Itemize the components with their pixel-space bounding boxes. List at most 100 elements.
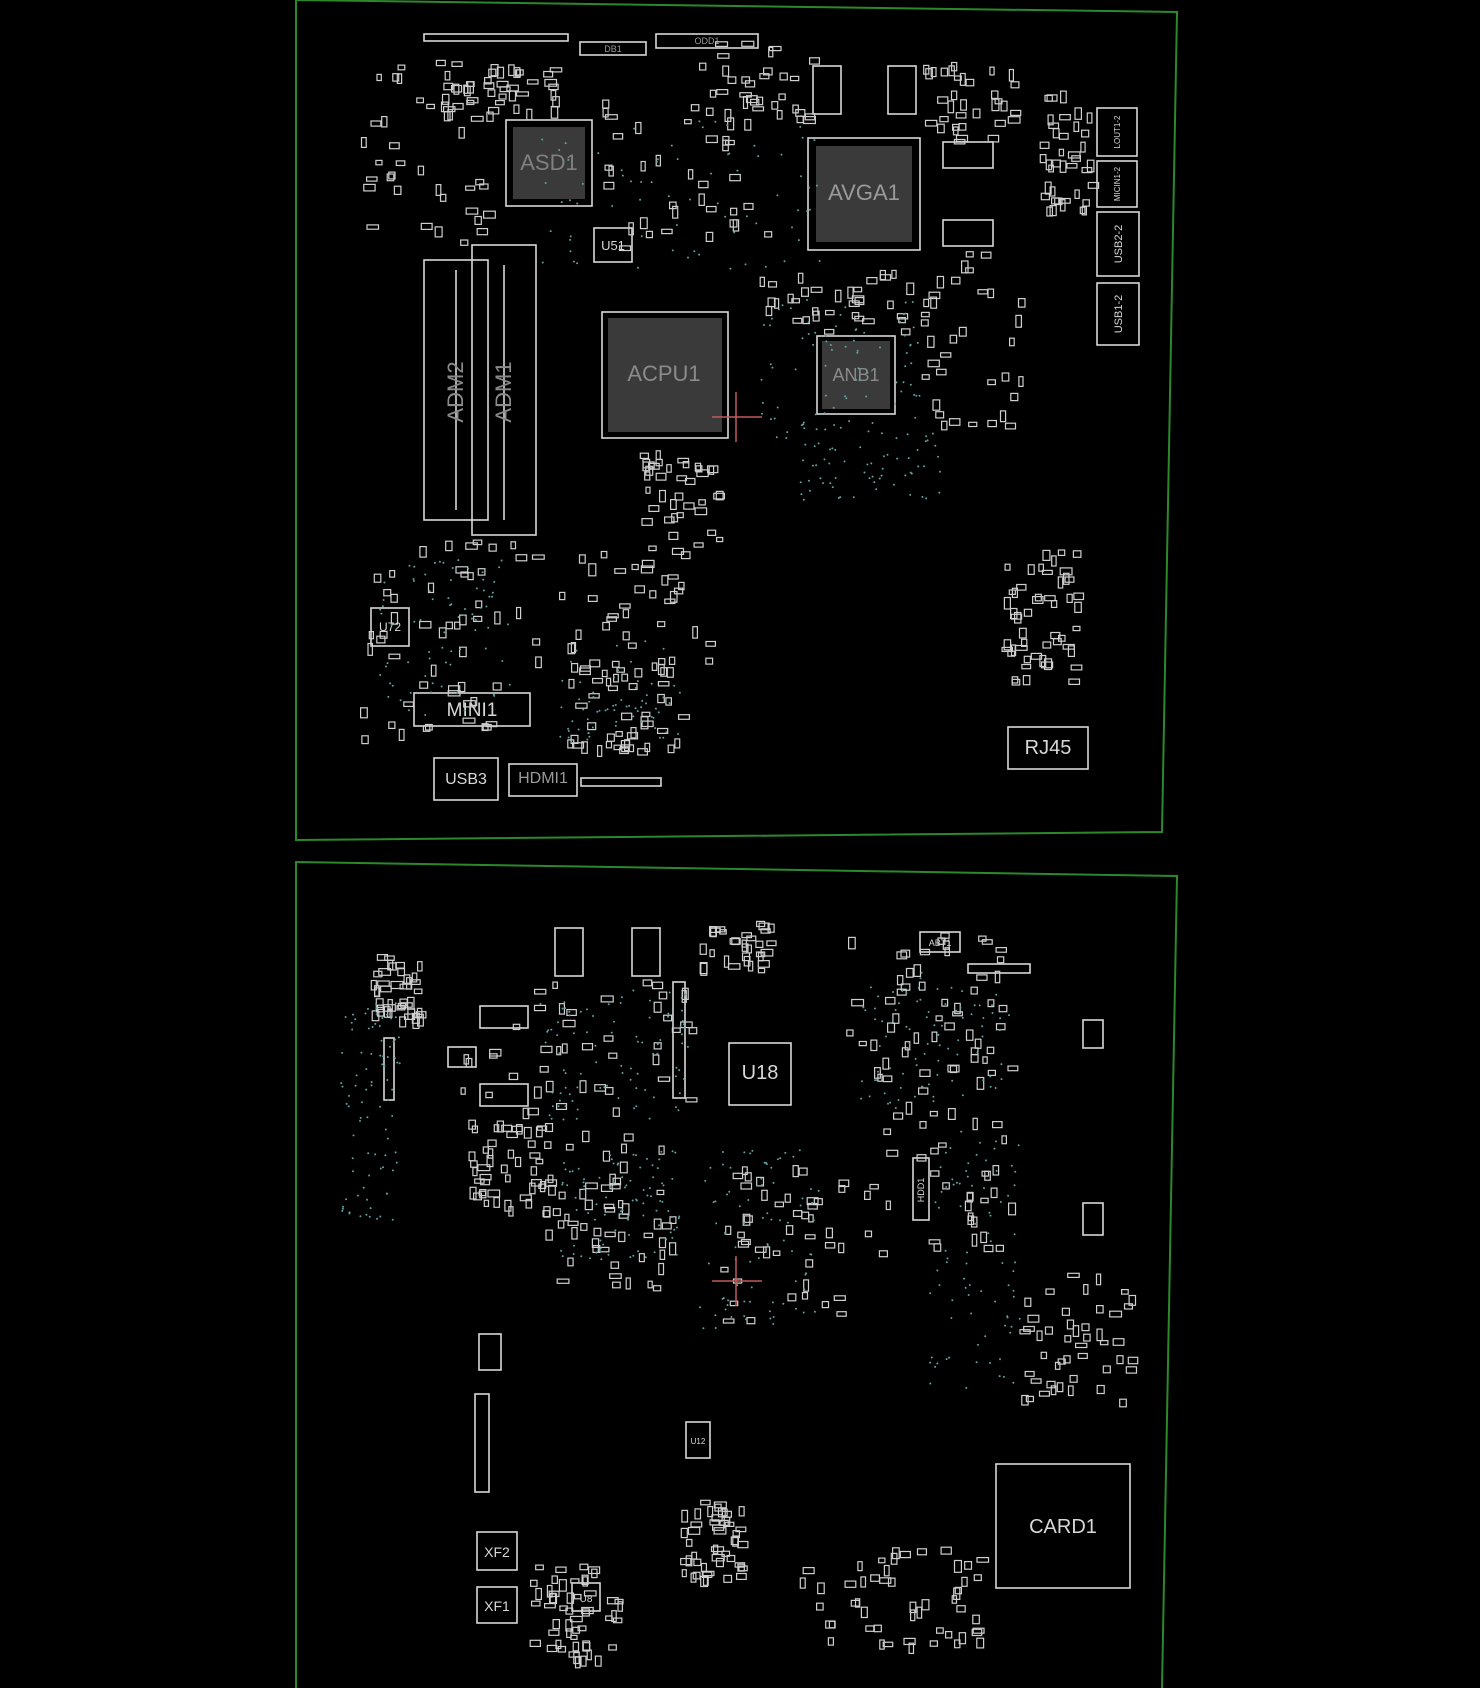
via	[571, 720, 574, 723]
via	[934, 1201, 937, 1204]
micin-port[interactable]	[1096, 160, 1138, 208]
via	[384, 1154, 387, 1157]
smd-pad	[581, 1608, 590, 1617]
smd-pad	[615, 730, 623, 737]
smd-pad	[821, 1300, 830, 1309]
usb2-port[interactable]	[1096, 211, 1140, 277]
usb3-port[interactable]	[433, 757, 499, 801]
smd-pad	[489, 1053, 498, 1059]
smd-pad	[710, 1546, 725, 1553]
via	[443, 631, 446, 634]
via	[764, 265, 767, 268]
via	[677, 732, 679, 735]
u12-chip[interactable]	[685, 1421, 711, 1459]
abt1-connector[interactable]	[919, 931, 961, 953]
smd-pad	[951, 123, 960, 131]
xf1-fuse[interactable]	[476, 1586, 518, 1624]
via	[813, 139, 816, 142]
via	[493, 580, 496, 583]
smd-pad	[1047, 114, 1054, 126]
via	[905, 352, 908, 354]
smd-pad	[711, 1553, 725, 1562]
smd-pad	[527, 1140, 536, 1148]
via	[914, 1057, 917, 1060]
via	[648, 1187, 651, 1190]
via	[983, 1187, 985, 1190]
smd-pad	[581, 741, 588, 754]
hdmi1-port[interactable]	[508, 763, 578, 797]
via	[779, 1157, 782, 1160]
smd-pad	[680, 551, 691, 560]
via	[607, 1253, 610, 1256]
via	[830, 348, 833, 351]
card1-slot[interactable]	[995, 1463, 1131, 1589]
hdd1-connector[interactable]	[912, 1157, 930, 1221]
xf2-fuse[interactable]	[476, 1531, 518, 1571]
via	[603, 1086, 606, 1089]
mini1-slot[interactable]	[413, 692, 531, 727]
lout-port[interactable]	[1096, 107, 1138, 157]
smd-pad	[927, 359, 940, 368]
smd-pad	[579, 1563, 589, 1571]
asd1-chip[interactable]	[505, 119, 593, 207]
smd-pad	[623, 1133, 634, 1142]
adm2-slot[interactable]	[423, 259, 489, 521]
top-side-view[interactable]: ASD1 AVGA1 ACPU1 ANB1 ADM2 ADM1 U51 U72 …	[295, 0, 1179, 842]
smd-pad	[471, 1125, 478, 1134]
smd-pad	[950, 276, 961, 285]
via	[801, 136, 804, 139]
via	[430, 691, 432, 694]
via	[856, 349, 859, 352]
via	[978, 1004, 981, 1007]
smd-pad	[719, 1519, 729, 1527]
via	[640, 721, 642, 723]
anb1-chip[interactable]	[816, 335, 896, 415]
via	[965, 1386, 968, 1389]
via	[599, 1239, 602, 1242]
via	[634, 686, 637, 689]
via	[768, 1310, 771, 1313]
smd-pad	[878, 1557, 886, 1564]
u51-chip[interactable]	[593, 227, 633, 263]
via	[936, 1073, 939, 1076]
u72-chip[interactable]	[370, 607, 410, 647]
via	[995, 1169, 998, 1172]
smd-pad	[864, 1230, 873, 1238]
via	[470, 617, 473, 620]
smd-pad	[1068, 678, 1081, 685]
via	[407, 709, 410, 712]
via	[967, 1162, 970, 1165]
rj45-port[interactable]	[1007, 726, 1089, 770]
via	[351, 1157, 354, 1160]
via	[802, 498, 805, 501]
odd1-connector[interactable]	[655, 33, 759, 49]
via	[379, 674, 382, 676]
via	[637, 266, 639, 269]
smd-pad	[887, 300, 894, 310]
smd-pad	[515, 554, 528, 562]
usb1-port[interactable]	[1096, 282, 1140, 346]
via	[637, 1250, 640, 1253]
via	[597, 152, 600, 155]
db1-connector[interactable]	[579, 41, 647, 56]
via	[950, 1317, 953, 1319]
u8-chip[interactable]	[571, 1582, 601, 1612]
smd-pad	[582, 1640, 591, 1652]
acpu1-chip[interactable]	[601, 311, 729, 439]
avga1-chip[interactable]	[807, 137, 921, 251]
via	[450, 650, 453, 653]
smd-pad	[976, 1556, 990, 1563]
bottom-side-view[interactable]: U18 CARD1 XF2 XF1 U8 ABT1 U12 HDD1	[295, 860, 1179, 1688]
u18-chip[interactable]	[728, 1042, 792, 1106]
smd-pad	[482, 1146, 489, 1154]
acpu1-grid	[608, 318, 722, 432]
smd-pad	[1030, 1378, 1042, 1384]
smd-pad	[977, 289, 989, 295]
via	[957, 1039, 960, 1042]
usb3-label: USB3	[445, 771, 487, 788]
via	[744, 263, 747, 266]
adm1-slot[interactable]	[471, 244, 537, 536]
via	[815, 184, 818, 187]
